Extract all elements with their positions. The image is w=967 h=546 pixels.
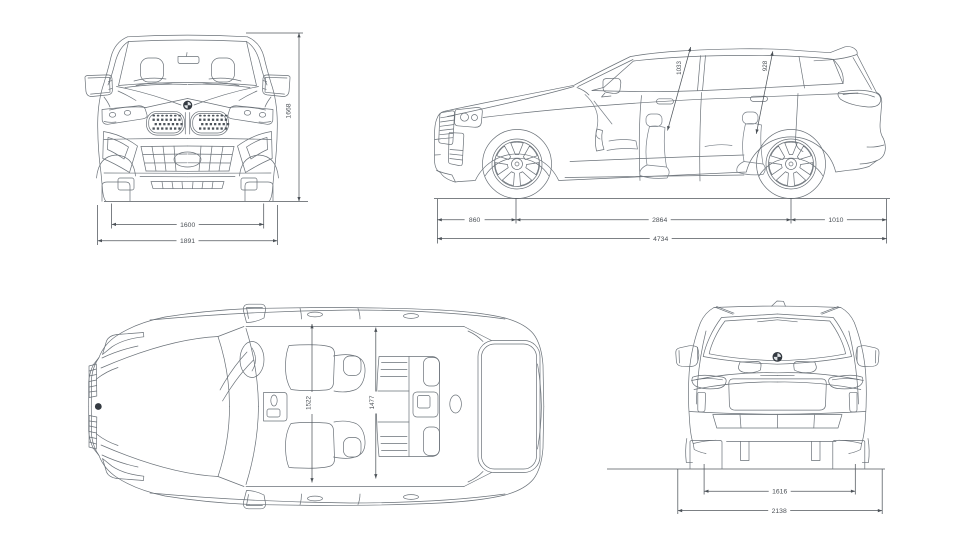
svg-text:1477: 1477 — [369, 395, 376, 409]
svg-text:1522: 1522 — [305, 396, 312, 410]
svg-text:1033: 1033 — [676, 61, 683, 75]
svg-text:1600: 1600 — [180, 222, 195, 229]
svg-text:2138: 2138 — [772, 508, 787, 515]
svg-text:2864: 2864 — [652, 217, 667, 224]
svg-text:1010: 1010 — [828, 217, 843, 224]
svg-text:928: 928 — [762, 60, 769, 71]
svg-text:1616: 1616 — [772, 489, 787, 496]
svg-text:4734: 4734 — [653, 236, 668, 243]
svg-text:860: 860 — [469, 217, 481, 224]
svg-text:1891: 1891 — [180, 238, 195, 245]
svg-text:1668: 1668 — [286, 103, 293, 118]
